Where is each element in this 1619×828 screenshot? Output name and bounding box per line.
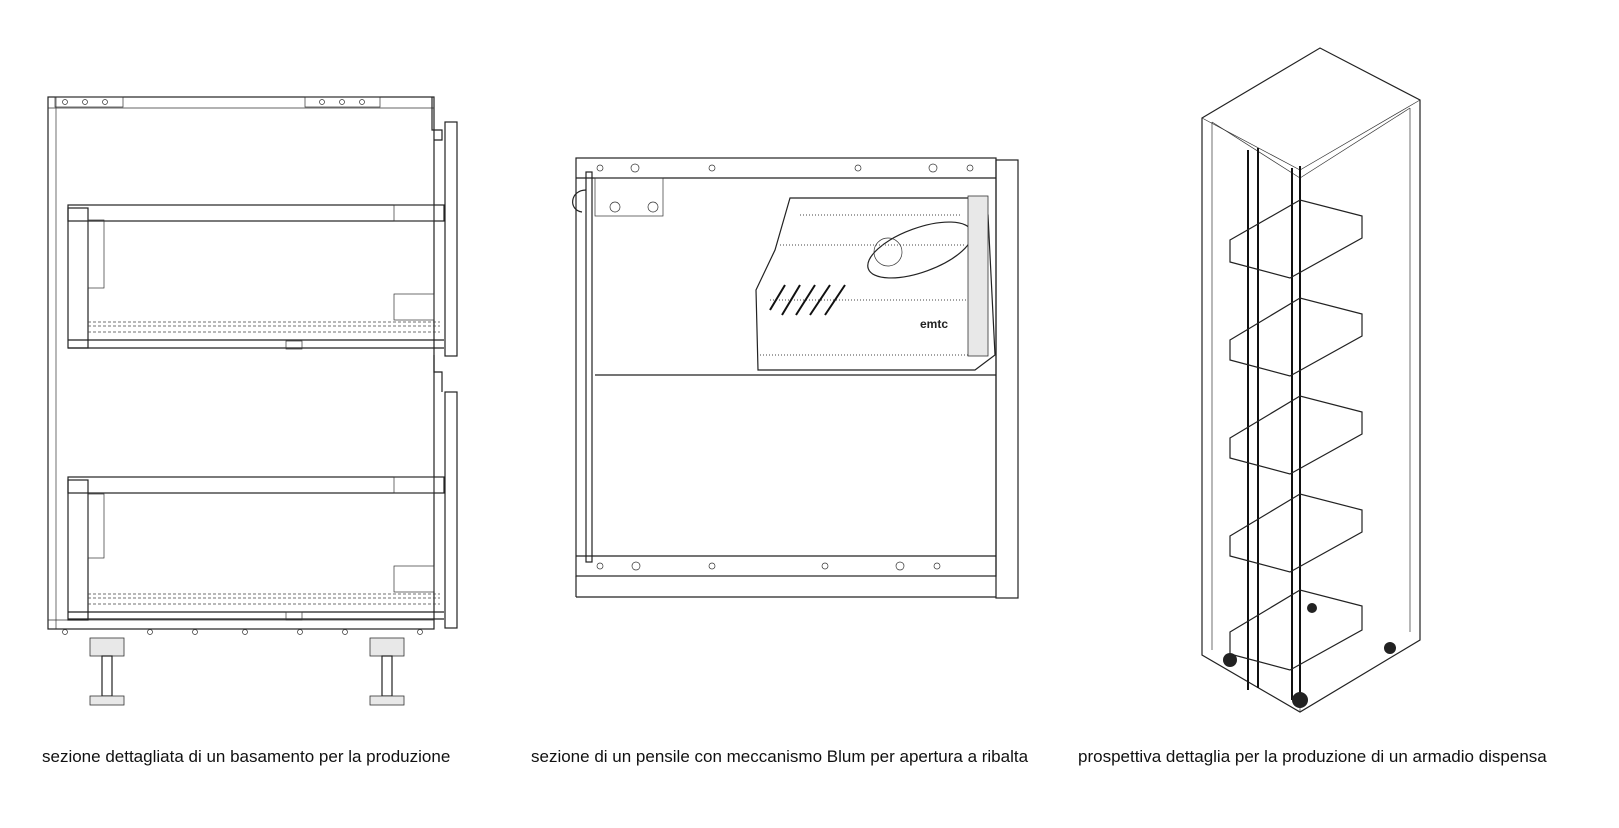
pantry-baskets: [1229, 199, 1363, 671]
caption-pantry: prospettiva dettaglia per la produzione …: [1078, 747, 1547, 766]
mechanism-brand-label: emtc: [920, 317, 948, 331]
base-unit-section-drawing: [47, 96, 458, 706]
pantry-perspective-drawing: [1201, 47, 1421, 713]
caption-wall-unit: sezione di un pensile con meccanismo Blu…: [531, 747, 1029, 766]
caption-base-unit: sezione dettagliata di un basamento per …: [42, 747, 451, 766]
wall-unit-section-drawing: emtc: [572, 157, 1019, 599]
